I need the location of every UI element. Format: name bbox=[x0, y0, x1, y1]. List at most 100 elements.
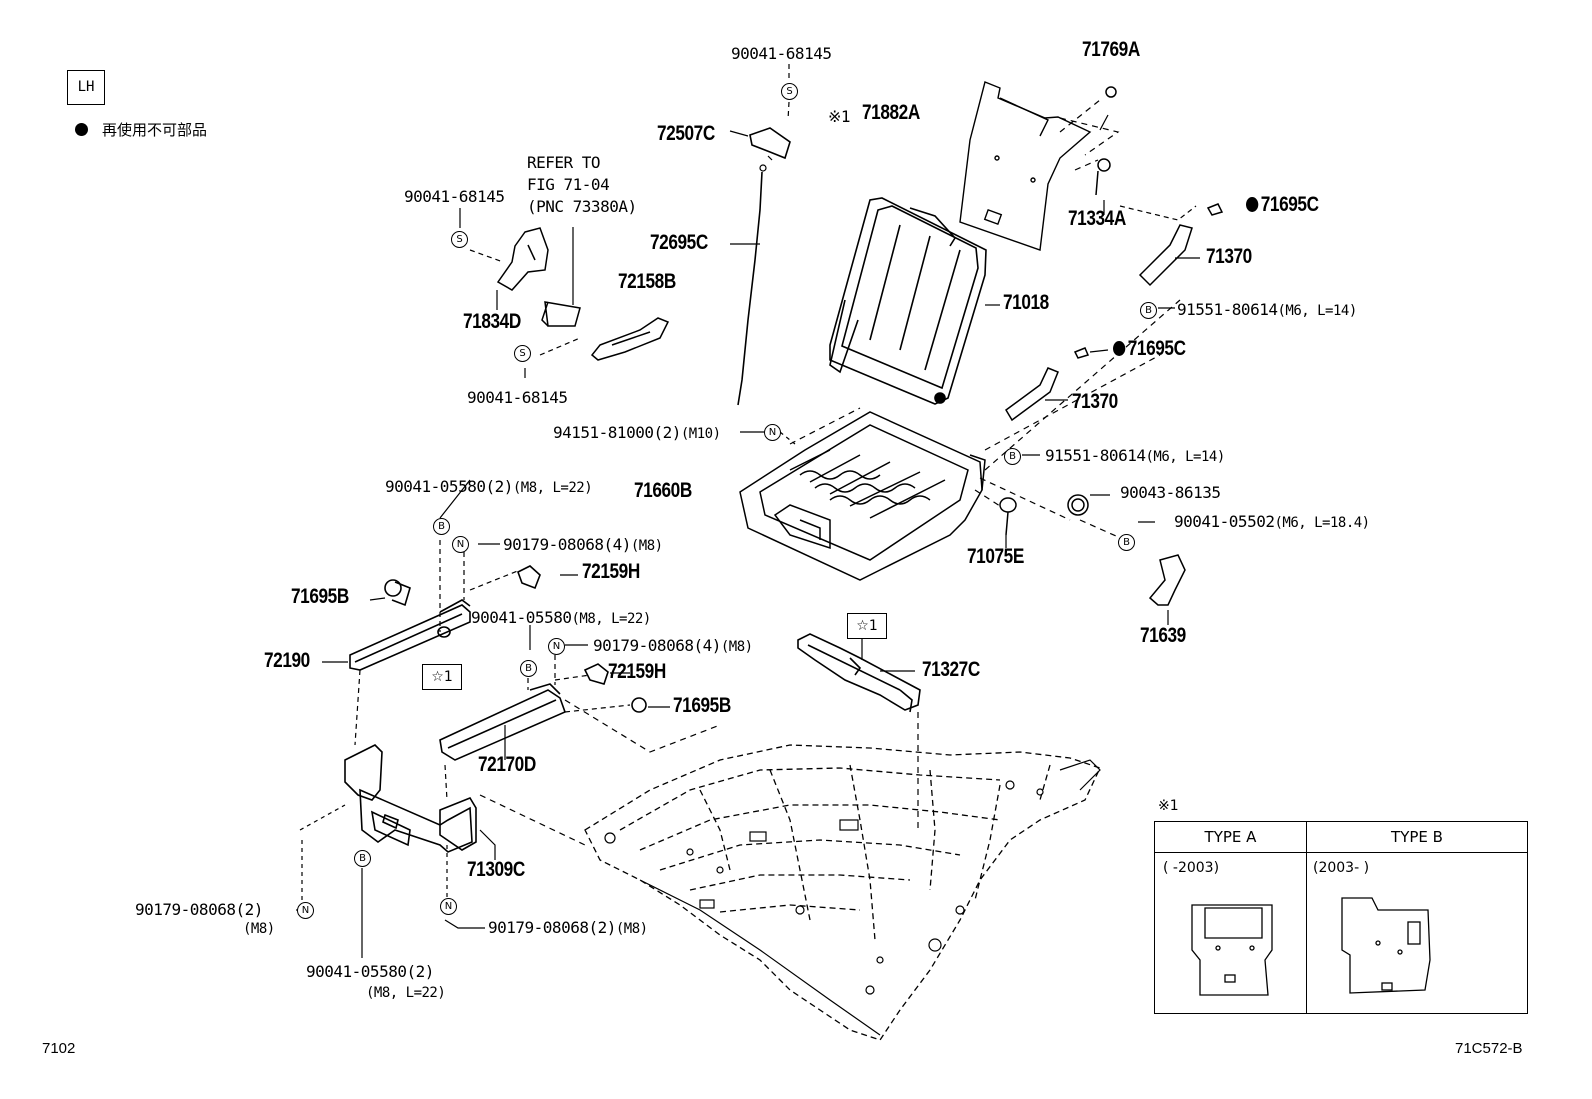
refer-line-3: (PNC 73380A) bbox=[527, 197, 637, 216]
badge-s-top: S bbox=[781, 83, 798, 100]
part-72170D[interactable]: 72170D bbox=[478, 753, 536, 776]
type-b-years: (2003- ) bbox=[1313, 860, 1370, 876]
part-71695C-b[interactable]: 71695C bbox=[1113, 337, 1186, 360]
type-a-years: ( -2003) bbox=[1163, 860, 1220, 876]
part-71695C-a[interactable]: 71695C bbox=[1246, 193, 1319, 216]
type-table: TYPE A ( -2003) TYPE B (2003- ) bbox=[1154, 821, 1528, 1014]
non-reusable-dot-icon bbox=[1113, 341, 1126, 356]
part-90179-b-spec: (M8) bbox=[720, 639, 753, 655]
badge-n-90179-d: N bbox=[440, 898, 457, 915]
seat-trim-right bbox=[999, 86, 1224, 606]
badge-n-90179-b: N bbox=[548, 638, 565, 655]
part-72159H-b[interactable]: 72159H bbox=[608, 660, 666, 683]
part-71660B[interactable]: 71660B bbox=[634, 479, 692, 502]
part-90179-b-label: 90179-08068(4) bbox=[593, 636, 721, 655]
floor-pan bbox=[584, 744, 1101, 1041]
part-72190[interactable]: 72190 bbox=[264, 649, 310, 672]
badge-s-bottom: S bbox=[514, 345, 531, 362]
badge-n-90179-c: N bbox=[297, 902, 314, 919]
part-90041-05580-a[interactable]: 90041-05580(2)(M8, L=22) bbox=[385, 477, 593, 497]
part-71309C[interactable]: 71309C bbox=[467, 858, 525, 881]
part-90041-05502[interactable]: 90041-05502(M6, L=18.4) bbox=[1174, 513, 1370, 532]
type-b-mat bbox=[1341, 897, 1431, 994]
part-71334A[interactable]: 71334A bbox=[1068, 207, 1126, 230]
part-90041-68145-bottom[interactable]: 90041-68145 bbox=[467, 388, 568, 407]
part-90041-05580-b-spec: (M8, L=22) bbox=[571, 611, 651, 627]
part-71018[interactable]: 71018 bbox=[1003, 291, 1049, 314]
type-a-header: TYPE A bbox=[1155, 822, 1306, 853]
part-90041-05502-spec: (M6, L=18.4) bbox=[1274, 515, 1370, 531]
part-91551-80614-a[interactable]: 91551-80614(M6, L=14) bbox=[1177, 301, 1357, 320]
badge-b-90041-c: B bbox=[354, 850, 371, 867]
part-71639[interactable]: 71639 bbox=[1140, 624, 1186, 647]
part-91551-a-spec: (M6, L=14) bbox=[1277, 303, 1357, 319]
part-72695C[interactable]: 72695C bbox=[650, 231, 708, 254]
page-code-right: 71C572-B bbox=[1455, 1040, 1523, 1057]
part-90043-86135[interactable]: 90043-86135 bbox=[1120, 483, 1221, 502]
part-90041-05502-label: 90041-05502 bbox=[1174, 512, 1275, 531]
floor-pan-details bbox=[604, 759, 1101, 1036]
part-71695C-a-label: 71695C bbox=[1260, 193, 1319, 216]
part-90041-05580-b[interactable]: 90041-05580(M8, L=22) bbox=[471, 609, 651, 628]
badge-b-91551-a: B bbox=[1140, 302, 1157, 319]
badge-s-left: S bbox=[451, 231, 468, 248]
note-mark-71882A: ※1 bbox=[828, 107, 851, 126]
part-90041-05580-c-spec: (M8, L=22) bbox=[366, 985, 446, 1001]
type-b-header: TYPE B bbox=[1307, 822, 1527, 853]
type-b-column: TYPE B (2003- ) bbox=[1307, 822, 1527, 1013]
part-72507C[interactable]: 72507C bbox=[657, 122, 715, 145]
part-90179-a-label: 90179-08068(4) bbox=[503, 535, 631, 554]
part-90041-68145-top[interactable]: 90041-68145 bbox=[731, 44, 832, 63]
part-71327C[interactable]: 71327C bbox=[922, 658, 980, 681]
part-90179-08068-b[interactable]: 90179-08068(4)(M8) bbox=[593, 637, 753, 656]
badge-b-90041-05502: B bbox=[1118, 534, 1135, 551]
type-a-column: TYPE A ( -2003) bbox=[1155, 822, 1307, 1013]
part-90179-d-label: 90179-08068(2) bbox=[488, 918, 616, 937]
part-91551-80614-b[interactable]: 91551-80614(M6, L=14) bbox=[1045, 447, 1225, 466]
part-90041-05580-a-spec: (M8, L=22) bbox=[512, 480, 593, 496]
refer-line-2[interactable]: FIG 71-04 bbox=[527, 175, 610, 194]
part-90041-68145-left[interactable]: 90041-68145 bbox=[404, 187, 505, 206]
part-90179-08068-d[interactable]: 90179-08068(2)(M8) bbox=[488, 919, 648, 938]
part-94151-spec: (M10) bbox=[680, 426, 721, 442]
left-upper-parts bbox=[496, 227, 670, 361]
part-90041-05580-c[interactable]: 90041-05580(2) bbox=[306, 962, 434, 981]
type-a-mat bbox=[1191, 904, 1273, 996]
part-90179-a-spec: (M8) bbox=[630, 538, 663, 554]
star-1-box-left: ☆1 bbox=[422, 664, 462, 690]
part-71769A[interactable]: 71769A bbox=[1082, 38, 1140, 61]
part-71370-a[interactable]: 71370 bbox=[1206, 245, 1252, 268]
part-90179-08068-a[interactable]: 90179-08068(4)(M8) bbox=[503, 536, 663, 555]
badge-b-90041-a: B bbox=[433, 518, 450, 535]
release-cable bbox=[737, 127, 791, 406]
badge-n-90179-a: N bbox=[452, 536, 469, 553]
part-72159H-a[interactable]: 72159H bbox=[582, 560, 640, 583]
seat-rails bbox=[349, 565, 647, 761]
part-71695B-a[interactable]: 71695B bbox=[291, 585, 349, 608]
part-71075E[interactable]: 71075E bbox=[967, 545, 1024, 568]
part-71370-b[interactable]: 71370 bbox=[1072, 390, 1118, 413]
part-90041-05580-a-label: 90041-05580(2) bbox=[385, 477, 513, 496]
seat-back-board bbox=[959, 81, 1092, 251]
seat-leg-bracket bbox=[344, 744, 477, 853]
star-1-box-right: ☆1 bbox=[847, 613, 887, 639]
type-table-note: ※1 bbox=[1158, 798, 1179, 814]
part-94151-81000[interactable]: 94151-81000(2)(M10) bbox=[553, 424, 721, 443]
legend: 再使用不可部品 bbox=[75, 119, 207, 140]
part-90041-05580-b-label: 90041-05580 bbox=[471, 608, 572, 627]
part-71834D[interactable]: 71834D bbox=[463, 310, 521, 333]
non-reusable-dot-icon bbox=[1246, 197, 1259, 212]
part-90179-08068-c[interactable]: 90179-08068(2) bbox=[135, 900, 263, 919]
part-91551-b-label: 91551-80614 bbox=[1045, 446, 1146, 465]
non-reusable-dot-icon bbox=[75, 123, 88, 136]
part-90179-d-spec: (M8) bbox=[615, 921, 648, 937]
part-71695B-b[interactable]: 71695B bbox=[673, 694, 731, 717]
badge-b-91551-b: B bbox=[1004, 448, 1021, 465]
part-71882A[interactable]: 71882A bbox=[862, 101, 920, 124]
badge-b-90041-b: B bbox=[520, 660, 537, 677]
part-72158B[interactable]: 72158B bbox=[618, 270, 676, 293]
seat-cushion-frame bbox=[739, 411, 986, 581]
part-71695C-b-label: 71695C bbox=[1127, 337, 1186, 360]
